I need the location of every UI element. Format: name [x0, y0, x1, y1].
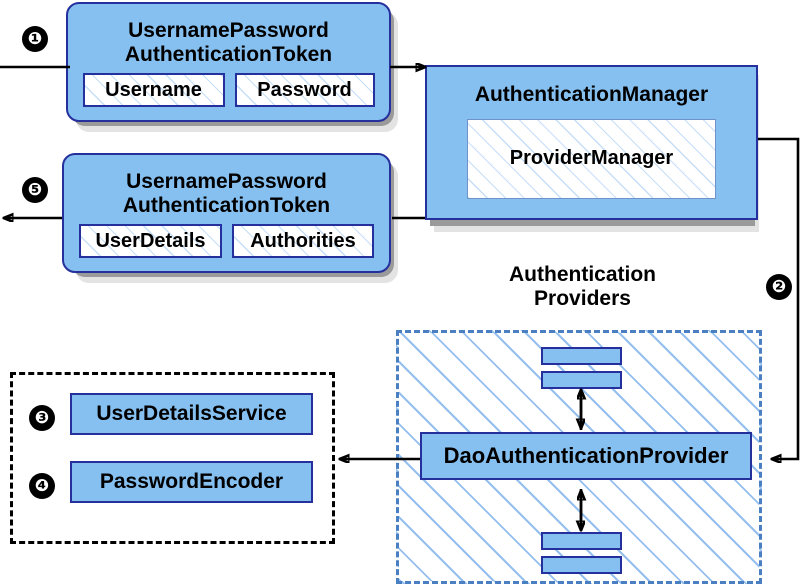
step-bullet-3: ❸: [29, 405, 55, 431]
response-token-title-line2: AuthenticationToken: [122, 193, 331, 217]
response-token-fields: UserDetails Authorities: [79, 224, 374, 259]
authentication-providers-caption-line1: Authentication: [509, 263, 656, 286]
node-provider-manager[interactable]: ProviderManager: [467, 118, 716, 199]
node-usernamepassword-authentication-token-response[interactable]: UsernamePassword AuthenticationToken Use…: [62, 153, 391, 273]
node-authentication-manager[interactable]: AuthenticationManager ProviderManager: [425, 65, 758, 220]
field-authorities[interactable]: Authorities: [232, 224, 374, 259]
request-token-title: UsernamePassword AuthenticationToken: [125, 19, 332, 66]
node-userdetailsservice[interactable]: UserDetailsService: [70, 393, 313, 435]
collapsed-provider-top-1[interactable]: [541, 347, 622, 365]
response-token-title: UsernamePassword AuthenticationToken: [123, 170, 330, 217]
authentication-providers-caption-line2: Providers: [534, 286, 631, 310]
response-token-title-line1: UsernamePassword: [126, 169, 327, 193]
request-token-title-line1: UsernamePassword: [128, 18, 329, 42]
collapsed-provider-bottom-2[interactable]: [541, 556, 622, 574]
node-dao-authentication-provider[interactable]: DaoAuthenticationProvider: [420, 432, 752, 480]
step-bullet-4: ❹: [29, 473, 55, 499]
node-passwordencoder[interactable]: PasswordEncoder: [70, 461, 313, 503]
step-bullet-2: ❷: [766, 274, 792, 300]
field-username[interactable]: Username: [82, 73, 225, 108]
step-bullet-1: ❶: [22, 26, 48, 52]
authentication-manager-label: AuthenticationManager: [474, 83, 709, 106]
field-password[interactable]: Password: [234, 73, 375, 108]
collapsed-provider-top-2[interactable]: [541, 371, 622, 389]
node-usernamepassword-authentication-token-request[interactable]: UsernamePassword AuthenticationToken Use…: [66, 2, 391, 122]
collapsed-provider-bottom-1[interactable]: [541, 532, 622, 550]
step-bullet-5: ❺: [22, 177, 48, 203]
authentication-providers-caption: Authentication Providers: [470, 263, 695, 310]
request-token-fields: Username Password: [82, 73, 375, 108]
request-token-title-line2: AuthenticationToken: [124, 42, 333, 66]
field-userdetails[interactable]: UserDetails: [79, 224, 222, 259]
